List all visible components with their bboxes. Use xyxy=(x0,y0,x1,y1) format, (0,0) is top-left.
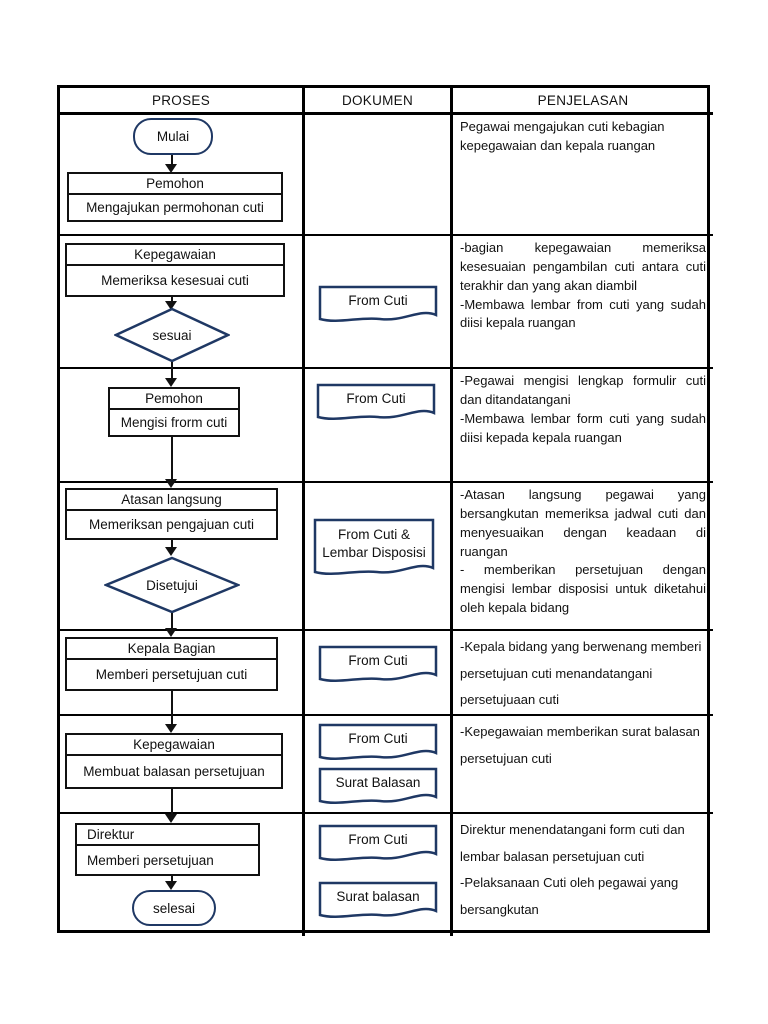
dokumen-cell-row1 xyxy=(305,115,453,236)
proses-cell-row6 xyxy=(60,716,305,814)
header-penjelasan: PENJELASAN xyxy=(453,88,713,115)
dokumen-cell-row5 xyxy=(305,631,453,716)
penjelasan-row4: -Atasan langsung pegawai yang bersangkut… xyxy=(453,483,713,631)
penjelasan-row2: -bagian kepegawaian memeriksa kesesuaian… xyxy=(453,236,713,369)
penjelasan-row3: -Pegawai mengisi lengkap formulir cuti d… xyxy=(453,369,713,483)
explanation-paragraph: - memberikan persetujuan dengan mengisi … xyxy=(460,562,706,616)
explanation-paragraph: -Kepala bidang yang berwenang memberi pe… xyxy=(460,639,702,708)
explanation-paragraph: -Pegawai mengisi lengkap formulir cuti d… xyxy=(460,373,706,407)
explanation-paragraph: Direktur menendatangani form cuti dan le… xyxy=(460,822,685,864)
proses-cell-row5 xyxy=(60,631,305,716)
proses-cell-row3 xyxy=(60,369,305,483)
header-proses: PROSES xyxy=(60,88,305,115)
explanation-paragraph: -Pelaksanaan Cuti oleh pegawai yang bers… xyxy=(460,875,679,917)
explanation-paragraph: -bagian kepegawaian memeriksa kesesuaian… xyxy=(460,240,706,293)
proses-cell-row1 xyxy=(60,115,305,236)
dokumen-cell-row7 xyxy=(305,814,453,936)
dokumen-cell-row4 xyxy=(305,483,453,631)
proses-cell-row4 xyxy=(60,483,305,631)
penjelasan-row7: Direktur menendatangani form cuti dan le… xyxy=(453,814,713,936)
penjelasan-row6: -Kepegawaian memberikan surat balasan pe… xyxy=(453,716,713,814)
proses-cell-row2 xyxy=(60,236,305,369)
explanation-paragraph: -Membawa lembar form cuti yang sudah dii… xyxy=(460,410,706,445)
penjelasan-row5: -Kepala bidang yang berwenang memberi pe… xyxy=(453,631,713,716)
dokumen-cell-row3 xyxy=(305,369,453,483)
dokumen-cell-row2 xyxy=(305,236,453,369)
explanation-paragraph: -Kepegawaian memberikan surat balasan pe… xyxy=(460,724,700,766)
proses-cell-row7 xyxy=(60,814,305,936)
explanation-paragraph: Pegawai mengajukan cuti kebagian kepegaw… xyxy=(460,119,665,153)
dokumen-cell-row6 xyxy=(305,716,453,814)
header-dokumen: DOKUMEN xyxy=(305,88,453,115)
process-table: PROSES DOKUMEN PENJELASAN Pegawai mengaj… xyxy=(57,85,713,936)
explanation-paragraph: -Membawa lembar from cuti yang sudah dii… xyxy=(460,296,706,331)
penjelasan-row1: Pegawai mengajukan cuti kebagian kepegaw… xyxy=(453,115,713,236)
explanation-paragraph: -Atasan langsung pegawai yang bersangkut… xyxy=(460,487,706,559)
